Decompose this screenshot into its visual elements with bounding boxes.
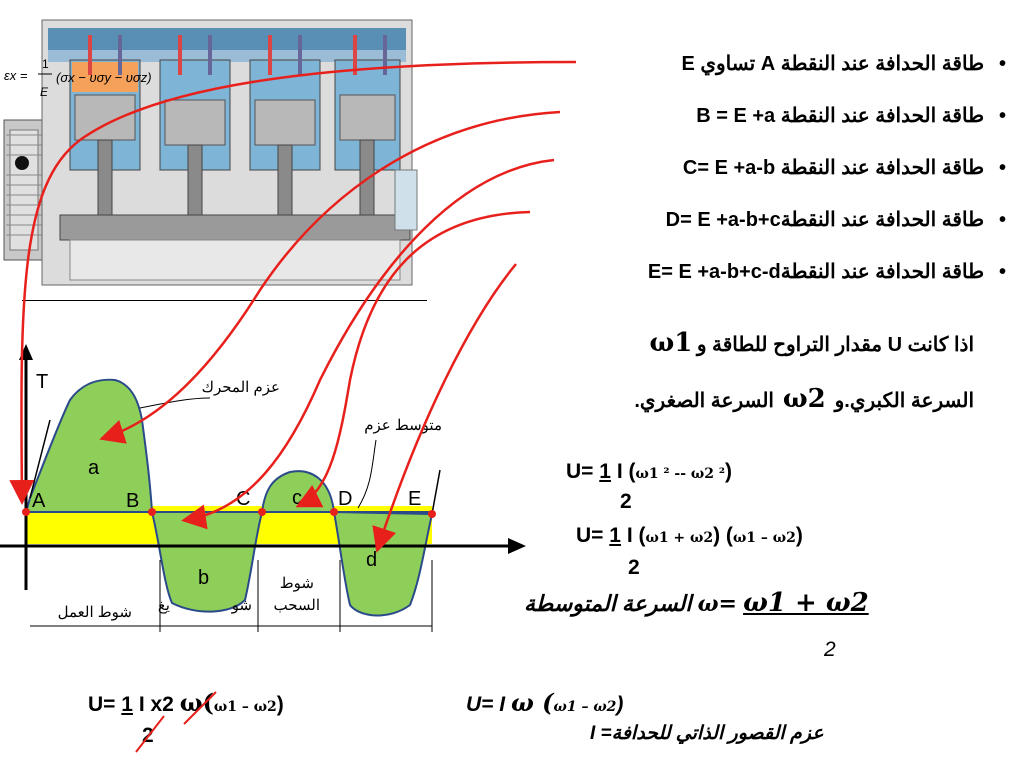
formula2-den: 2 — [628, 556, 640, 579]
formula4-diff: ω1 – ω2 — [553, 699, 617, 715]
bullet-text: طاقة الحدافة عند النقطة A تساوي E — [681, 53, 984, 75]
label-A: A — [32, 490, 46, 512]
point-A — [22, 508, 30, 516]
mean-speed-label: السرعة المتوسطة — [524, 591, 692, 616]
formula1-omega: ω1 ² -- ω2 ² — [635, 466, 726, 482]
engine-torque-label: عزم المحرك — [202, 379, 280, 396]
label-E: E — [408, 488, 421, 510]
formula1-num: 1 — [599, 460, 611, 483]
inertia-definition: I =عزم القصور الذاتي للحدافة — [590, 722, 824, 745]
omega1-symbol: ω1 — [649, 328, 693, 358]
condition-text-2a: السرعة الكبري.و — [834, 390, 974, 412]
label-B: B — [126, 490, 139, 512]
bullet-dot: • — [998, 53, 1006, 75]
label-area-b: b — [198, 567, 209, 589]
formula1-i: I ( — [616, 460, 636, 483]
area-b — [150, 511, 264, 613]
strain-formula-body: (σx − υσy − υσz) — [56, 70, 152, 85]
area-d — [332, 510, 434, 617]
bullet-dot: • — [998, 209, 1006, 231]
cancel-stroke-2 — [135, 715, 165, 753]
formula2-i: I ( — [626, 524, 646, 547]
label-area-a: a — [88, 457, 100, 479]
strain-formula-num: 1 — [42, 57, 49, 71]
mean-speed-formula: السرعة المتوسطة ω= ω1 + ω2 — [524, 588, 869, 618]
formula3-close: ) — [276, 693, 284, 716]
condition-line-1: ω1 اذا كانت U مقدار التراوح للطاقة و — [650, 328, 975, 358]
omega2-symbol: ω2 — [782, 384, 826, 414]
mean-speed-eq: ω= — [697, 591, 737, 617]
formula4-lhs: U= I — [466, 693, 506, 716]
point-C — [258, 508, 266, 516]
bullet-item: • طاقة الحدافة عند النقطة A تساوي E — [424, 44, 1006, 96]
torque-diagram: T A B C D E a b c d عزم المحرك متوسط عزم… — [0, 344, 526, 632]
formula3-diff: ω1 – ω2 — [213, 699, 277, 715]
formula-1: U= 1 I (ω1 ² -- ω2 ²) — [566, 460, 732, 484]
stroke-intake-label-2: السحب — [273, 597, 320, 614]
bullet-dot: • — [998, 157, 1006, 179]
stroke-partial-2: شو — [231, 597, 252, 614]
formula3-lhs: U= — [88, 693, 116, 716]
bullet-item: • طاقة الحدافة عند النقطةE= E +a-b+c-d — [424, 252, 1006, 304]
point-B — [148, 508, 156, 516]
label-C: C — [236, 488, 250, 510]
formula3-num: 1 — [121, 693, 133, 716]
label-area-c: c — [292, 487, 302, 509]
formula4-omega: ω ( — [510, 688, 554, 717]
bullet-text: طاقة الحدافة عند النقطة C= E +a-b — [682, 157, 984, 179]
formula2-mid: ) ( — [713, 524, 733, 547]
point-E — [428, 510, 436, 518]
formula2-lhs: U= — [576, 524, 604, 547]
condition-text-1: اذا كانت U مقدار التراوح للطاقة و — [696, 334, 974, 356]
inertia-text: I =عزم القصور الذاتي للحدافة — [590, 723, 824, 744]
mean-torque-label: متوسط عزم — [364, 417, 442, 434]
formula3-i: I x2 — [138, 693, 174, 716]
formula2-sum: ω1 + ω2 — [645, 530, 714, 546]
formula-3: U= 1 I x2 ω(ω1 – ω2) — [88, 688, 284, 717]
condition-text-2b: السرعة الصغري. — [634, 390, 774, 412]
stroke-work-label: شوط العمل — [58, 604, 132, 621]
formula-4: U= I ω (ω1 – ω2) — [466, 688, 623, 717]
divider — [22, 300, 427, 301]
engine-illustration: εx = 1 E (σx − υσy − υσz) — [3, 19, 418, 286]
bullet-item: • طاقة الحدافة عند النقطةD= E +a-b+c — [424, 200, 1006, 252]
formula1-den: 2 — [620, 490, 632, 513]
strain-formula-lhs: εx = — [4, 68, 28, 83]
bullet-text: طاقة الحدافة عند النقطةE= E +a-b+c-d — [647, 261, 984, 283]
bullet-text: طاقة الحدافة عند النقطةD= E +a-b+c — [665, 209, 984, 231]
axis-t-label: T — [36, 371, 48, 393]
bullet-text: طاقة الحدافة عند النقطة B = E +a — [696, 105, 984, 127]
point-D — [330, 508, 338, 516]
strain-formula-den: E — [40, 85, 49, 99]
formula1-lhs: U= — [566, 460, 594, 483]
cancel-stroke-x2 — [183, 691, 217, 725]
formula4-close: ) — [616, 693, 624, 716]
stroke-partial-1: يغ — [158, 597, 170, 614]
formula1-close: ) — [725, 460, 733, 483]
formula2-close: ) — [795, 524, 803, 547]
formula-2: U= 1 I (ω1 + ω2) (ω1 – ω2) — [576, 524, 803, 548]
mean-speed-den: 2 — [824, 638, 836, 661]
label-area-d: d — [366, 549, 377, 571]
bullet-item: • طاقة الحدافة عند النقطة C= E +a-b — [424, 148, 1006, 200]
energy-bullet-list: • طاقة الحدافة عند النقطة A تساوي E • طاقة… — [424, 44, 1006, 304]
mean-speed-sum: ω1 + ω2 — [743, 588, 869, 618]
cancel-strokes — [135, 691, 217, 753]
label-D: D — [338, 488, 352, 510]
stroke-intake-label-1: شوط — [280, 575, 314, 592]
bullet-dot: • — [998, 261, 1006, 283]
bullet-dot: • — [998, 105, 1006, 127]
bullet-item: • طاقة الحدافة عند النقطة B = E +a — [424, 96, 1006, 148]
condition-line-2: السرعة الصغري. ω2 السرعة الكبري.و — [634, 384, 974, 414]
formula2-diff: ω1 – ω2 — [732, 530, 796, 546]
formula2-num: 1 — [609, 524, 621, 547]
